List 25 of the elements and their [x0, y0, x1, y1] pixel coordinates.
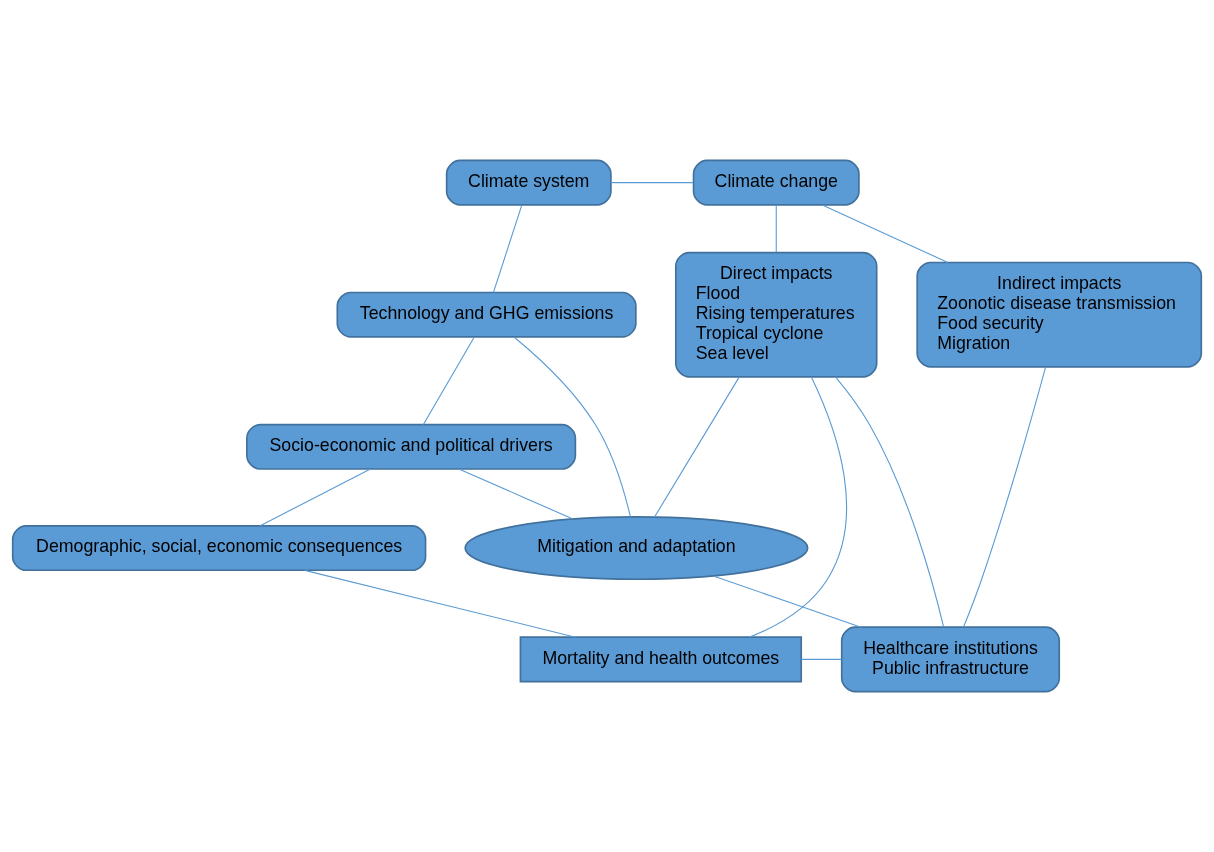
connector — [775, 204, 777, 253]
node-box: Healthcare institutions Public infrastructure — [840, 626, 1061, 693]
node-box: Socio-economic and political drivers — [246, 423, 577, 470]
connector — [458, 468, 573, 520]
node-box: Indirect impacts Zoonotic disease transmission Food security Migration — [916, 261, 1203, 368]
node-box: Direct impacts Flood Rising temperatures Tropical cyclone Sea level — [674, 251, 878, 378]
connector — [800, 658, 843, 660]
node-box: Technology and GHG emissions — [336, 291, 637, 338]
node-box: Climate system — [445, 159, 612, 206]
connector — [713, 575, 862, 628]
node-ellipse: Mitigation and adaptation — [464, 516, 809, 581]
connector — [422, 336, 475, 426]
connector — [513, 336, 631, 518]
node-box: Demographic, social, economic consequences — [11, 525, 427, 572]
connector — [259, 468, 371, 527]
node-box: Mortality and health outcomes — [519, 636, 803, 683]
connector — [963, 366, 1047, 628]
node-box: Climate change — [692, 159, 860, 206]
connector — [610, 182, 694, 184]
connector — [492, 204, 523, 293]
connector — [834, 376, 945, 628]
connector — [749, 376, 848, 638]
connector — [821, 204, 949, 263]
connector — [654, 376, 740, 518]
connector — [304, 569, 576, 638]
